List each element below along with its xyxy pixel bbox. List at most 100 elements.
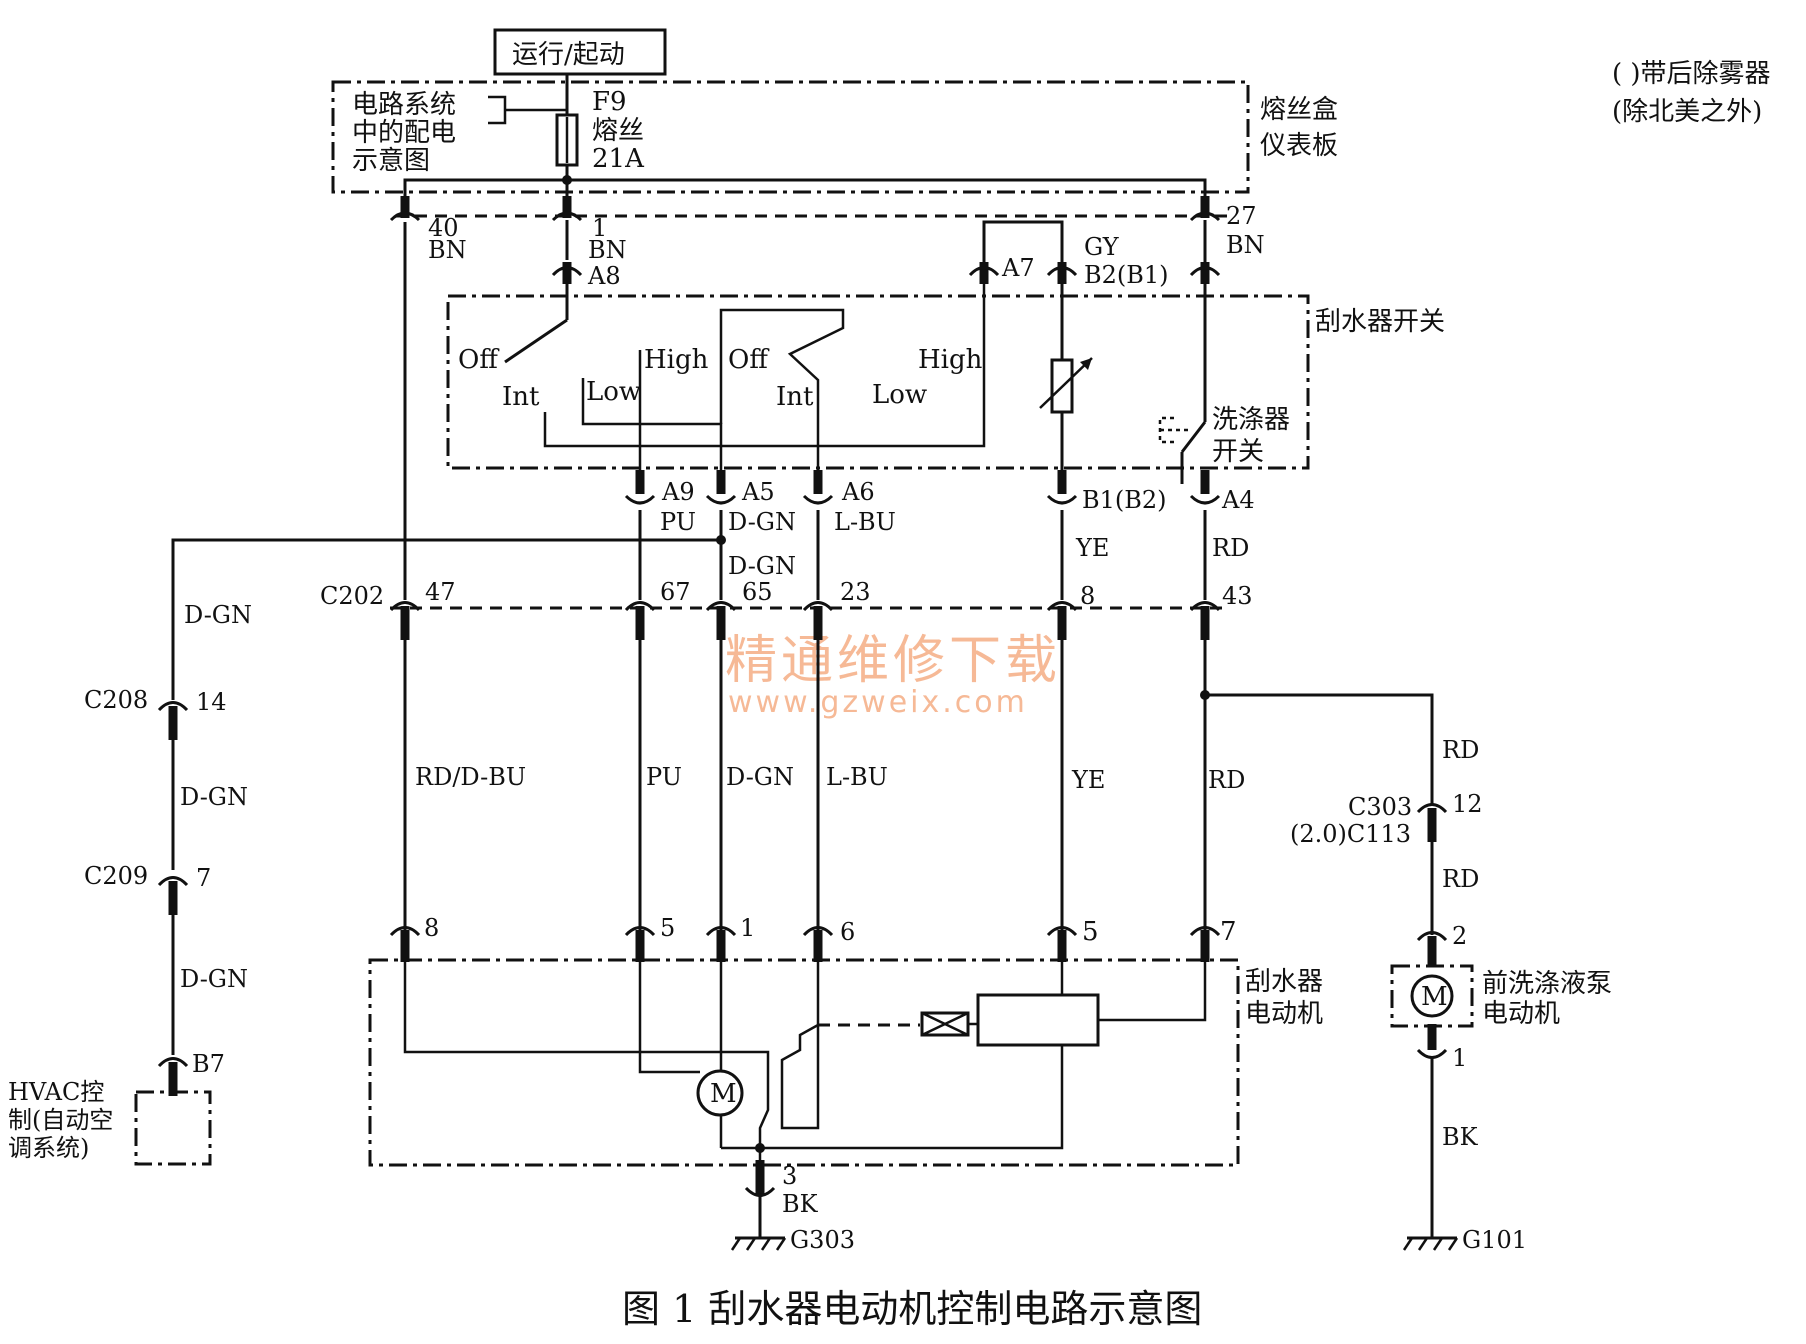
fuse-box: 电路系统 中的配电 示意图 F9 熔丝 21A 熔丝盒 仪表板 (331, 74, 1338, 200)
wire-rd-p1: RD (1442, 736, 1479, 764)
pin-fb27: 27 (1226, 202, 1257, 230)
wire-dgn-low: D-GN (726, 763, 794, 791)
pin-b7: B7 (192, 1050, 225, 1078)
wiper-switch: 刮水器开关 Off Int Low High Off Int Low High … (446, 284, 1445, 484)
wire-dgn-mid: D-GN (728, 552, 796, 580)
pin-m5b: 5 (1082, 917, 1099, 947)
ground-g101 (1402, 1058, 1459, 1251)
pin-p1: 1 (1452, 1044, 1467, 1072)
pin-c67: 67 (660, 578, 691, 606)
left-low: Low (586, 377, 641, 407)
fuse-box-pins (389, 196, 1221, 222)
pin-a5: A5 (741, 478, 775, 506)
fuse-box-label-1: 熔丝盒 (1260, 95, 1338, 125)
pin-c303-12: 12 (1452, 790, 1483, 818)
pin-p2: 2 (1452, 922, 1467, 950)
wire-bn40: BN (428, 236, 467, 264)
pin-c8: 8 (1080, 582, 1095, 610)
watermark-url: www.gzweix.com (728, 685, 1028, 720)
wire-bn1: BN (588, 236, 627, 264)
ground-g303-label: G303 (790, 1226, 855, 1254)
ref-line-3: 示意图 (352, 146, 430, 176)
right-int: Int (776, 382, 814, 412)
washer-pump-label-1: 前洗涤液泵 (1482, 969, 1612, 999)
power-source: 运行/起动 (493, 28, 667, 76)
wire-rd-p2: RD (1442, 865, 1479, 893)
left-off: Off (458, 345, 500, 375)
pin-a4: A4 (1221, 486, 1255, 514)
c209-label: C209 (84, 862, 148, 890)
pin-a8: A8 (587, 262, 621, 290)
connector-c208 (157, 701, 189, 740)
washer-pump-label-2: 电动机 (1482, 999, 1560, 1029)
left-high: High (644, 345, 709, 375)
wire-bn27: BN (1226, 231, 1265, 259)
right-off: Off (728, 345, 770, 375)
hvac-control (134, 1057, 212, 1166)
wire-lbu-top: L-BU (834, 508, 896, 536)
wire-rd-low: RD (1208, 766, 1245, 794)
washer-pump: M (1390, 931, 1474, 1059)
washer-pump-symbol (1410, 974, 1454, 1018)
wire-pu-low: PU (646, 763, 682, 791)
wire-ye-top: YE (1075, 534, 1109, 562)
pin-m7: 7 (1220, 917, 1237, 947)
pin-b2b1: B2(B1) (1084, 261, 1169, 289)
pin-m5a: 5 (660, 914, 675, 942)
wiper-motor-m: M (710, 1079, 737, 1109)
hvac-label-1: HVAC控 (8, 1078, 104, 1106)
ref-line-1: 电路系统 (352, 90, 456, 120)
pin-m1: 1 (740, 914, 755, 942)
pin-g3: 3 (782, 1162, 797, 1190)
c208-label: C208 (84, 686, 148, 714)
wire-pu-top: PU (660, 508, 696, 536)
pin-c43: 43 (1222, 582, 1253, 610)
ref-line-2: 中的配电 (352, 118, 456, 148)
wiper-switch-label: 刮水器开关 (1315, 307, 1445, 337)
hvac-label-2: 制(自动空 (8, 1106, 113, 1134)
fuse-rating: 21A (592, 144, 645, 174)
wire-ye-low: YE (1071, 766, 1105, 794)
wire-bk-p: BK (1442, 1123, 1479, 1151)
right-high: High (918, 345, 983, 375)
connector-c202: C202 (320, 582, 1230, 640)
fuse-id: F9 (592, 87, 627, 117)
wire-gy: GY (1084, 233, 1120, 261)
wire-dgn-h3: D-GN (180, 965, 248, 993)
wire-lbu-low: L-BU (826, 763, 888, 791)
pin-m6: 6 (840, 918, 855, 946)
wire-bk-m: BK (782, 1190, 819, 1218)
wiper-motor: 刮水器 电动机 M (368, 958, 1323, 1167)
wire-dgn-h1: D-GN (184, 601, 252, 629)
ground-g101-label: G101 (1462, 1226, 1527, 1254)
washer-switch-label-2: 开关 (1212, 437, 1264, 467)
wire-dgn-h2: D-GN (180, 783, 248, 811)
pin-c65: 65 (742, 578, 773, 606)
pin-a7: A7 (1001, 254, 1035, 282)
hvac-label-3: 调系统) (8, 1134, 89, 1162)
left-int: Int (502, 382, 540, 412)
wire-rd-dbu: RD/D-BU (415, 763, 526, 791)
c202-label: C202 (320, 582, 384, 610)
wire-rd-top: RD (1212, 534, 1249, 562)
wiper-motor-label-2: 电动机 (1245, 999, 1323, 1029)
connector-c303 (1416, 803, 1448, 842)
note-exclude-na: (除北美之外) (1612, 97, 1762, 127)
pin-c23: 23 (840, 578, 871, 606)
c303-label: C303 (1348, 793, 1412, 821)
pin-m8: 8 (424, 914, 439, 942)
wiper-motor-label-1: 刮水器 (1245, 967, 1323, 997)
pin-c47: 47 (425, 578, 456, 606)
pin-c208-14: 14 (196, 688, 227, 716)
pin-a9: A9 (661, 478, 695, 506)
connector-c209 (157, 876, 189, 915)
fuse-word: 熔丝 (592, 116, 644, 146)
right-low: Low (872, 380, 927, 410)
pin-fb1: 1 (592, 214, 607, 242)
washer-switch-label-1: 洗涤器 (1212, 405, 1290, 435)
pin-c209-7: 7 (196, 864, 211, 892)
motor-pins (389, 926, 1221, 962)
c113-label: (2.0)C113 (1290, 820, 1411, 848)
wire-dgn-top: D-GN (728, 508, 796, 536)
